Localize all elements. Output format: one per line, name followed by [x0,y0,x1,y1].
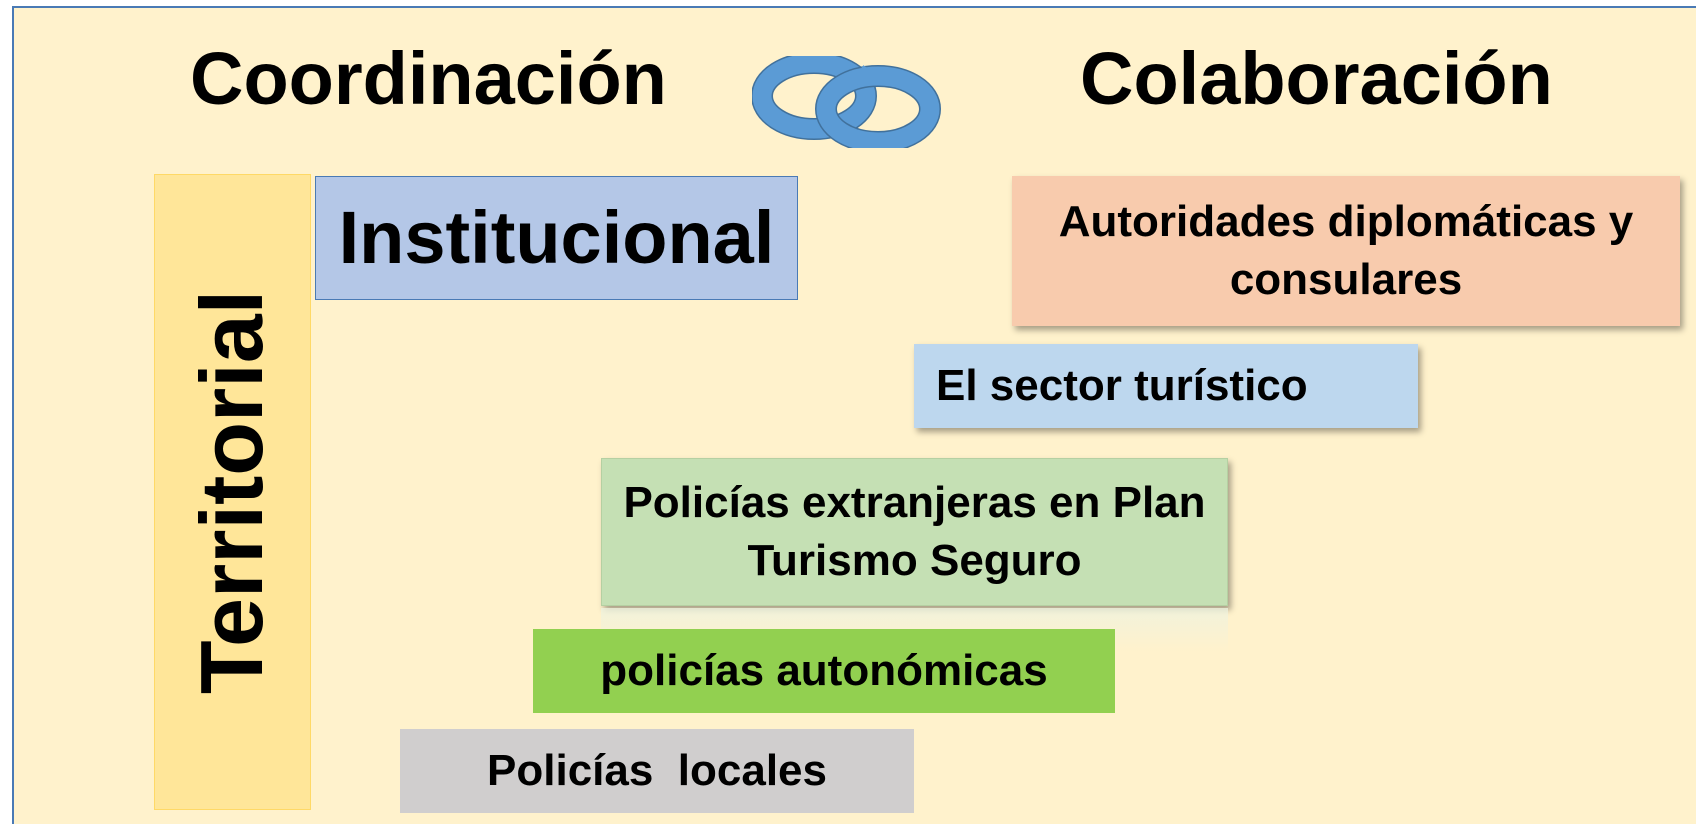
policias-autonomicas-box: policías autonómicas [533,629,1115,713]
sector-turistico-box: El sector turístico [914,344,1418,428]
heading-colaboracion: Colaboración [1080,37,1553,120]
slide-canvas: Coordinación Colaboración Territorial In… [12,6,1696,824]
policias-extranjeras-box: Policías extranjeras en Plan Turismo Seg… [601,458,1228,606]
institucional-box: Institucional [315,176,798,300]
territorial-box: Territorial [154,174,311,810]
linked-rings-icon [752,56,941,148]
territorial-label: Territorial [182,289,282,695]
heading-coordinacion: Coordinación [190,37,667,120]
autoridades-box: Autoridades diplomáticas y consulares [1012,176,1680,326]
policias-locales-box: Policías locales [400,729,914,813]
